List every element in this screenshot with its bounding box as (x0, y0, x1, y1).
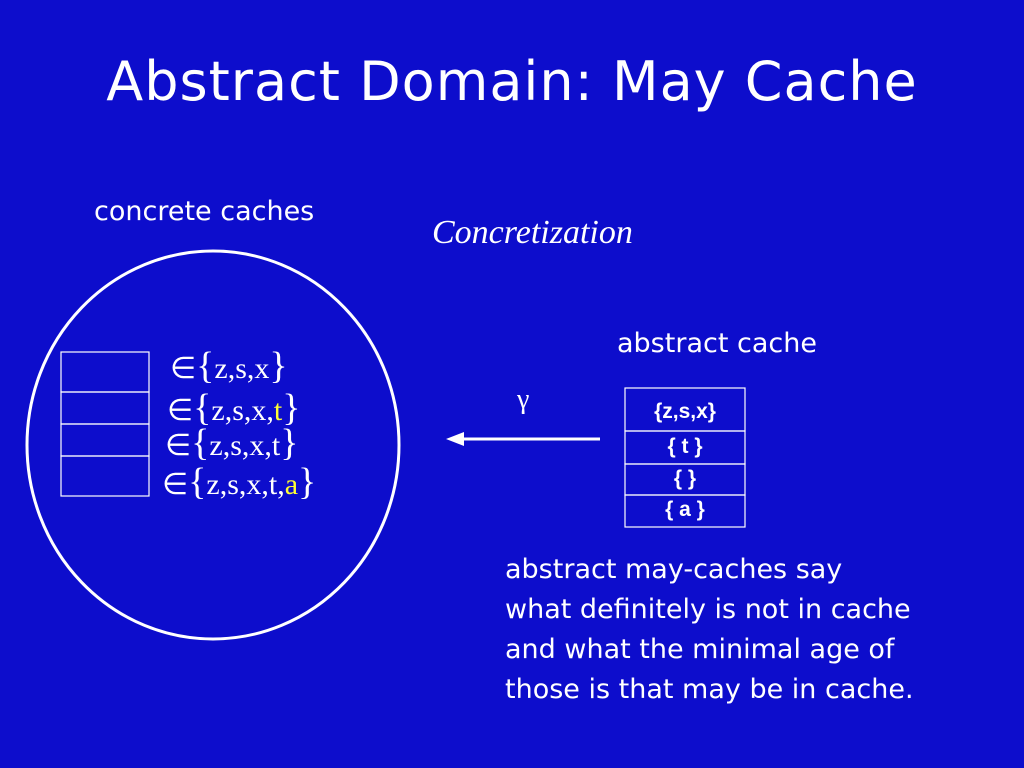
close-brace: } (282, 387, 301, 429)
concretization-arrowhead-icon (446, 432, 464, 446)
open-brace: { (191, 422, 210, 464)
abstract-cache-line-4 (624, 494, 746, 528)
concrete-caches-set-ellipse (25, 249, 401, 641)
row-content: z,s,x,t, (206, 468, 285, 501)
abstract-cache-line-3-text: { } (673, 467, 697, 490)
concrete-row-4: ∈{z,s,x,t,a} (162, 463, 316, 501)
open-brace: { (196, 345, 215, 387)
concrete-row-2: ∈{z,s,x,t} (167, 389, 300, 427)
explanation-line-1: abstract may-caches say (505, 554, 843, 585)
open-brace: { (188, 461, 207, 503)
concrete-cache-line-4 (60, 455, 150, 497)
element-of-icon: ∈ (165, 429, 192, 462)
abstract-cache-line-2-text: { t } (667, 435, 703, 458)
slide-title: Abstract Domain: May Cache (106, 50, 918, 113)
element-of-icon: ∈ (162, 468, 189, 501)
concrete-caches-label: concrete caches (94, 196, 315, 227)
concrete-cache-line-3 (60, 423, 150, 457)
abstract-cache-line-1-text: {z,s,x} (654, 400, 716, 423)
close-brace: } (269, 345, 288, 387)
row-content: z,s,x, (211, 394, 274, 427)
concrete-cache-line-1 (60, 351, 150, 393)
explanation-line-2: what definitely is not in cache (505, 594, 911, 625)
element-of-icon: ∈ (167, 394, 194, 427)
concretization-label: Concretization (432, 214, 633, 251)
close-brace: } (298, 461, 317, 503)
explanation-line-3: and what the minimal age of (505, 634, 895, 665)
concrete-cache-line-2 (60, 391, 150, 425)
row-highlight: t (273, 394, 283, 427)
open-brace: { (193, 387, 212, 429)
explanation-text: abstract may-caches say what definitely … (505, 550, 914, 710)
abstract-cache-line-4-text: { a } (665, 498, 705, 521)
close-brace: } (280, 422, 299, 464)
abstract-cache-label: abstract cache (617, 328, 817, 359)
row-content: z,s,x (214, 352, 270, 385)
concrete-row-3: ∈{z,s,x,t} (165, 424, 298, 462)
row-highlight: a (284, 468, 299, 501)
gamma-symbol: γ (517, 384, 530, 415)
element-of-icon: ∈ (170, 352, 197, 385)
concrete-row-1: ∈{z,s,x} (170, 347, 288, 385)
explanation-line-4: those is that may be in cache. (505, 674, 914, 705)
row-content: z,s,x,t (209, 429, 281, 462)
